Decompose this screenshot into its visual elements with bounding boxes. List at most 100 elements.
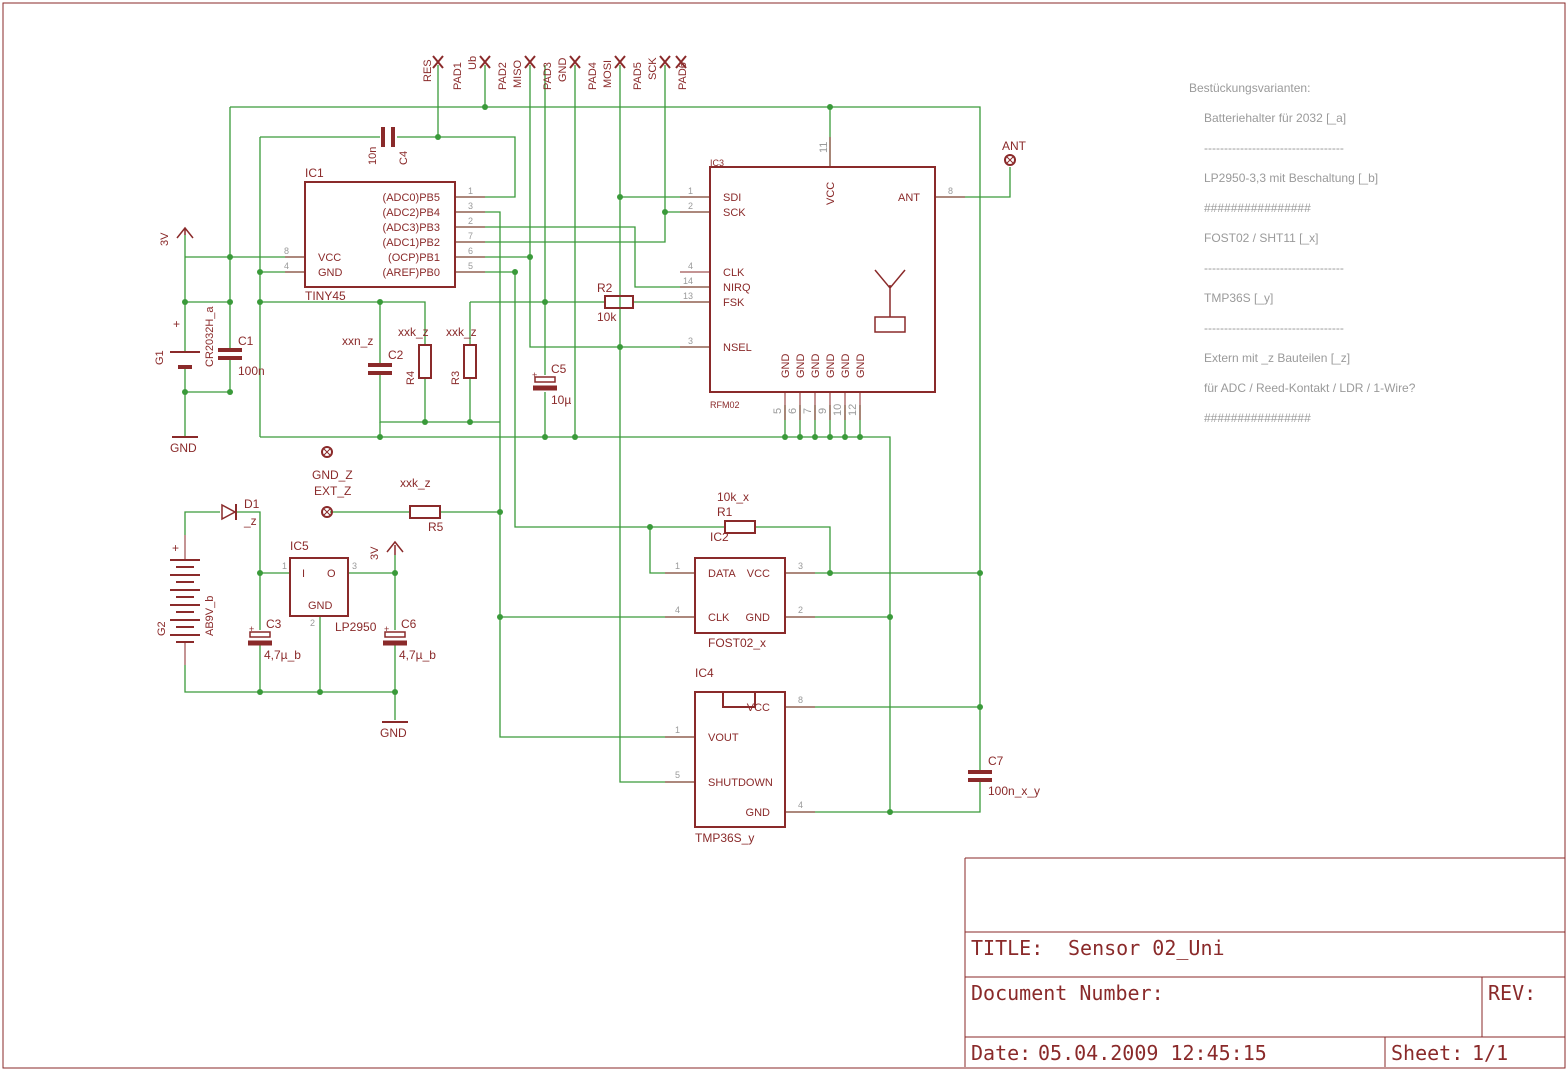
connector-pads: RES PAD1 Ub PAD2 MISO PAD3 GND PAD4 MOSI… bbox=[422, 55, 689, 90]
junctions bbox=[182, 104, 983, 815]
svg-text:LP2950-3,3 mit Beschaltung [_b: LP2950-3,3 mit Beschaltung [_b] bbox=[1204, 171, 1378, 185]
svg-text:------------------------------: ----------------------------------- bbox=[1204, 261, 1344, 275]
svg-text:VOUT: VOUT bbox=[708, 732, 739, 744]
pad-2[interactable]: PAD2 MISO bbox=[497, 55, 536, 90]
svg-text:FOST02_x: FOST02_x bbox=[708, 636, 766, 650]
sheet-value: 1/1 bbox=[1472, 1041, 1508, 1065]
svg-text:(ADC2)PB4: (ADC2)PB4 bbox=[383, 207, 440, 219]
svg-text:I: I bbox=[302, 568, 305, 580]
title-label: TITLE: bbox=[971, 936, 1043, 960]
svg-text:PAD2: PAD2 bbox=[497, 62, 509, 90]
svg-text:8: 8 bbox=[798, 695, 803, 705]
gnd-z-pad[interactable]: GND_Z bbox=[312, 446, 353, 482]
svg-text:SHUTDOWN: SHUTDOWN bbox=[708, 777, 773, 789]
svg-text:10k_x: 10k_x bbox=[717, 490, 749, 504]
battery-g2[interactable]: + G2 AB9V_b bbox=[156, 535, 216, 665]
resistor-r1[interactable]: 10k_x R1 bbox=[717, 490, 756, 534]
capacitor-c4[interactable]: 10n C4 bbox=[367, 127, 410, 165]
svg-text:2: 2 bbox=[468, 216, 473, 226]
svg-text:CR2032H_a: CR2032H_a bbox=[204, 306, 216, 367]
svg-text:(ADC3)PB3: (ADC3)PB3 bbox=[383, 222, 440, 234]
svg-text:8: 8 bbox=[284, 246, 289, 256]
svg-text:4: 4 bbox=[284, 261, 289, 271]
svg-text:1: 1 bbox=[282, 561, 287, 571]
svg-text:IC5: IC5 bbox=[290, 539, 309, 553]
svg-text:5: 5 bbox=[772, 408, 784, 414]
svg-text:GND: GND bbox=[795, 354, 807, 379]
capacitor-c6[interactable]: + C6 4,7µ_b bbox=[383, 617, 436, 662]
svg-text:xxn_z: xxn_z bbox=[342, 334, 373, 348]
svg-text:PAD1: PAD1 bbox=[452, 62, 464, 90]
svg-text:IC4: IC4 bbox=[695, 666, 714, 680]
svg-text:------------------------------: ----------------------------------- bbox=[1204, 321, 1344, 335]
ic1-tiny45[interactable]: IC1 TINY45 8 4 VCC GND 1 3 2 7 6 5 (ADC0… bbox=[284, 166, 485, 303]
resistor-r2[interactable]: R2 10k bbox=[597, 281, 634, 324]
svg-text:################: ################ bbox=[1204, 201, 1311, 215]
svg-text:ANT: ANT bbox=[1002, 139, 1027, 153]
svg-text:RES: RES bbox=[422, 59, 434, 82]
gnd-symbol-left: GND bbox=[170, 436, 198, 455]
svg-text:C6: C6 bbox=[401, 617, 417, 631]
svg-text:2: 2 bbox=[310, 618, 315, 628]
svg-text:10n: 10n bbox=[367, 147, 379, 165]
date-label: Date: bbox=[971, 1041, 1031, 1065]
svg-text:PAD5: PAD5 bbox=[632, 62, 644, 90]
svg-text:R1: R1 bbox=[717, 505, 733, 519]
svg-text:VCC: VCC bbox=[825, 182, 837, 205]
ic4-tmp36s[interactable]: IC4 TMP36S_y 8 1 5 4 VCC VOUT SHUTDOWN G… bbox=[665, 666, 815, 845]
svg-text:GND_Z: GND_Z bbox=[312, 468, 353, 482]
ext-z-pad[interactable]: EXT_Z bbox=[314, 484, 351, 518]
ic3-rfm02[interactable]: IC3 RFM02 1 2 4 14 13 3 SDI SCK CLK NIRQ… bbox=[680, 137, 965, 420]
svg-text:10µ: 10µ bbox=[551, 393, 571, 407]
resistor-r5[interactable]: xxk_z R5 bbox=[400, 476, 444, 534]
date-value: 05.04.2009 12:45:15 bbox=[1038, 1041, 1267, 1065]
svg-text:RFM02: RFM02 bbox=[710, 400, 740, 410]
pad-res[interactable]: RES bbox=[422, 55, 444, 82]
supply-3v-ldo: 3V bbox=[369, 540, 404, 560]
ic5-lp2950[interactable]: IC5 LP2950 1 3 2 I O GND bbox=[282, 539, 377, 634]
svg-text:C1: C1 bbox=[238, 334, 254, 348]
svg-text:5: 5 bbox=[468, 261, 473, 271]
svg-text:C4: C4 bbox=[398, 151, 410, 165]
resistor-r4[interactable]: xxk_z R4 bbox=[398, 325, 432, 385]
svg-text:6: 6 bbox=[787, 408, 799, 414]
capacitor-c3[interactable]: + C3 4,7µ_b bbox=[248, 617, 301, 662]
svg-text:Ub: Ub bbox=[467, 56, 479, 70]
svg-text:+: + bbox=[173, 317, 180, 331]
capacitor-c5[interactable]: + C5 10µ bbox=[532, 362, 571, 407]
pad-6[interactable]: PAD6 bbox=[675, 55, 689, 90]
diode-d1[interactable]: D1 _z bbox=[221, 497, 260, 528]
svg-text:8: 8 bbox=[948, 186, 953, 196]
svg-text:3V: 3V bbox=[159, 232, 171, 246]
capacitor-c2[interactable]: xxn_z C2 bbox=[342, 334, 404, 375]
svg-text:R4: R4 bbox=[405, 371, 417, 385]
svg-text:2: 2 bbox=[688, 201, 693, 211]
svg-text:3: 3 bbox=[468, 201, 473, 211]
svg-text:VCC: VCC bbox=[747, 568, 770, 580]
svg-text:Extern mit _z Bauteilen [_z]: Extern mit _z Bauteilen [_z] bbox=[1204, 351, 1350, 365]
sheet-label: Sheet: bbox=[1391, 1041, 1463, 1065]
capacitor-c7[interactable]: C7 100n_x_y bbox=[968, 754, 1040, 798]
svg-text:SDI: SDI bbox=[723, 192, 741, 204]
svg-text:3: 3 bbox=[798, 561, 803, 571]
resistor-r3[interactable]: xxk_z R3 bbox=[446, 325, 477, 385]
svg-text:1: 1 bbox=[675, 561, 680, 571]
svg-text:100n: 100n bbox=[238, 364, 265, 378]
ic2-fost02[interactable]: IC2 FOST02_x 1 3 4 2 DATA VCC CLK GND bbox=[665, 530, 815, 650]
pad-1[interactable]: PAD1 Ub bbox=[452, 55, 491, 90]
supply-3v-top: 3V bbox=[159, 226, 194, 246]
pad-3[interactable]: PAD3 GND bbox=[542, 55, 581, 90]
svg-text:R3: R3 bbox=[450, 371, 462, 385]
svg-text:LP2950: LP2950 bbox=[335, 620, 377, 634]
ant-pad[interactable]: ANT bbox=[1002, 139, 1027, 166]
pad-4[interactable]: PAD4 MOSI bbox=[587, 55, 626, 90]
svg-text:xxk_z: xxk_z bbox=[446, 325, 477, 339]
svg-text:ANT: ANT bbox=[898, 192, 920, 204]
svg-text:EXT_Z: EXT_Z bbox=[314, 484, 351, 498]
battery-g1[interactable]: + G1 CR2032H_a bbox=[154, 306, 216, 369]
svg-text:GND: GND bbox=[746, 612, 771, 624]
capacitor-c1[interactable]: C1 100n bbox=[218, 334, 265, 378]
svg-text:GND: GND bbox=[318, 267, 343, 279]
pad-5[interactable]: PAD5 SCK bbox=[632, 55, 671, 90]
